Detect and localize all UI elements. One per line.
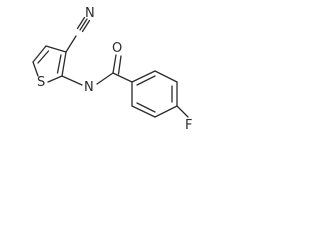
bond-c2-n (61, 75, 83, 86)
bond-c4-c5-inner (37, 50, 50, 64)
bond-ar-inner-3 (136, 102, 156, 113)
bond-c-o-1 (112, 54, 117, 74)
bond-ar-1 (131, 70, 156, 83)
atom-oxygen: O (112, 41, 122, 56)
bond-n-ccarbonyl (96, 72, 114, 85)
bond-nitrile-2 (76, 16, 86, 30)
bond-c3-c4 (45, 45, 67, 53)
bond-c3-cnitrile (65, 35, 77, 53)
bond-c5-s (32, 61, 39, 77)
atom-amide-n: N (84, 80, 94, 95)
bond-c4-c5 (32, 45, 47, 63)
bond-nitrile-3 (81, 19, 91, 33)
bond-s-c2 (47, 75, 63, 83)
atom-nitrile-n: N (85, 6, 95, 21)
bond-ar-inner-1 (136, 75, 156, 86)
bond-ar-2 (154, 70, 178, 83)
bond-ccarbonyl-c1 (112, 72, 133, 83)
bond-nitrile-1 (79, 18, 88, 31)
atom-sulfur: S (37, 75, 45, 90)
bond-c2-c3 (61, 51, 67, 77)
bond-c-o-2 (117, 55, 122, 75)
bond-c2-c3-inner (56, 54, 62, 74)
bond-ar-4 (154, 105, 178, 118)
molecule-drawing: N S N O F (32, 6, 192, 133)
bond-c4-f (176, 105, 189, 118)
bond-ar-5 (131, 105, 156, 118)
structure-canvas: N S N O F (0, 0, 225, 145)
atom-fluorine: F (185, 118, 192, 133)
